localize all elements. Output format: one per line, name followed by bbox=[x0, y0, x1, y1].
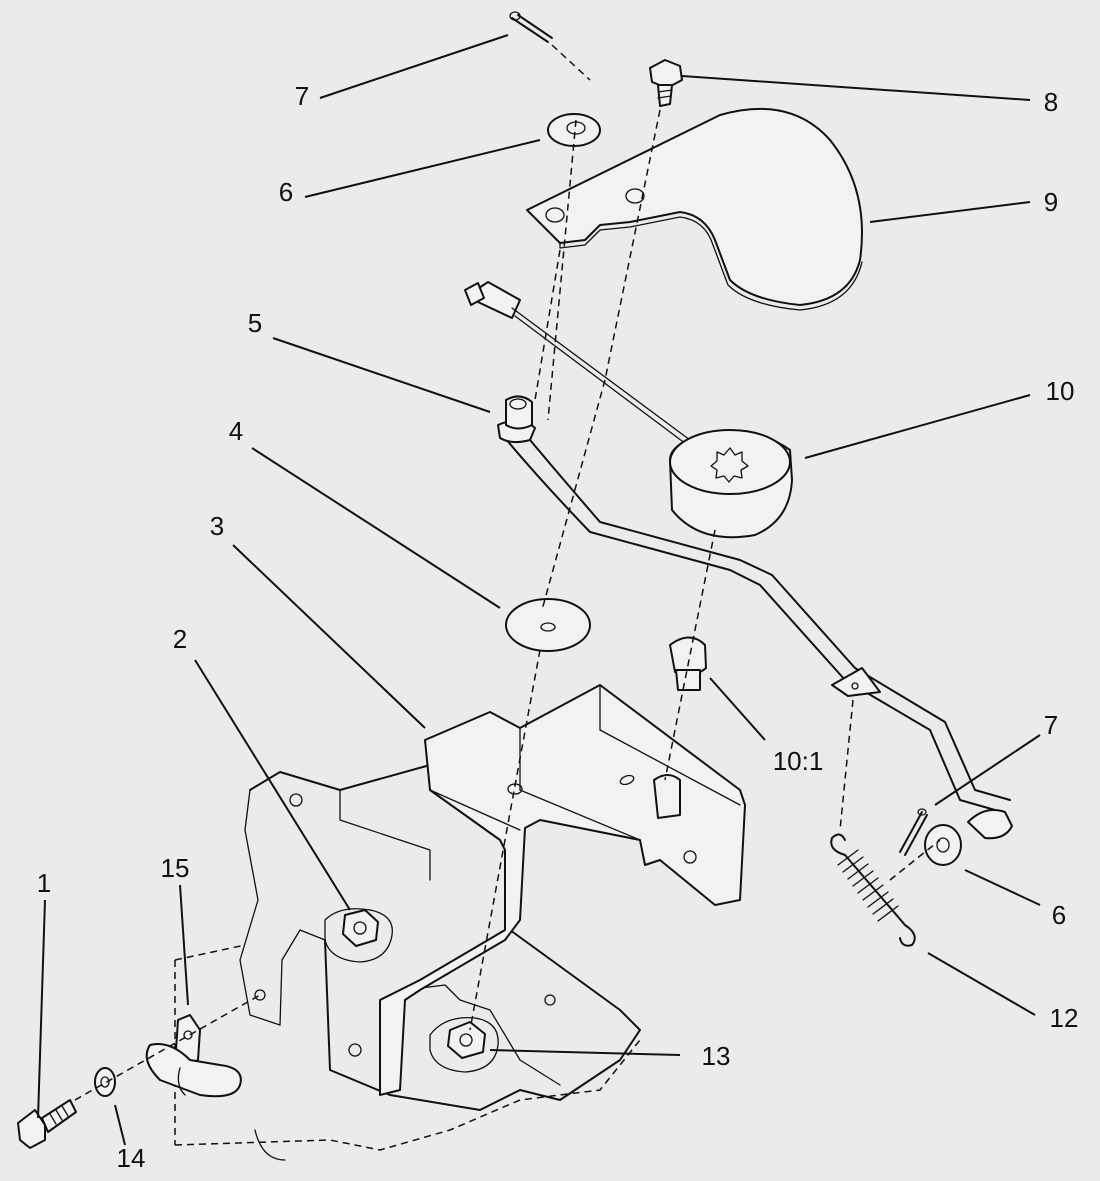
callout-7-top: 7 bbox=[295, 81, 309, 111]
large-washer bbox=[505, 598, 591, 652]
washer-6-right bbox=[924, 824, 962, 866]
callout-5: 5 bbox=[248, 308, 262, 338]
bushing bbox=[653, 636, 707, 819]
leader-lines bbox=[37, 34, 1041, 1146]
callout-4: 4 bbox=[229, 416, 243, 446]
callout-7-right: 7 bbox=[1044, 710, 1058, 740]
callout-12: 12 bbox=[1050, 1003, 1079, 1033]
bolt bbox=[17, 1099, 77, 1149]
wire-connector bbox=[464, 281, 691, 448]
spring bbox=[830, 833, 916, 947]
cover-plate bbox=[526, 107, 863, 311]
callout-2: 2 bbox=[173, 624, 187, 654]
assembly-lines bbox=[469, 44, 941, 1031]
callout-15: 15 bbox=[161, 853, 190, 883]
callout-3: 3 bbox=[210, 511, 224, 541]
hex-nut-13 bbox=[429, 1016, 499, 1073]
callout-1: 1 bbox=[37, 868, 51, 898]
callout-6-right: 6 bbox=[1052, 900, 1066, 930]
pivot-bracket bbox=[145, 1014, 242, 1098]
callout-8: 8 bbox=[1044, 87, 1058, 117]
cotter-pin-top bbox=[509, 11, 553, 43]
callout-13: 13 bbox=[702, 1041, 731, 1071]
callout-9: 9 bbox=[1044, 187, 1058, 217]
rod-assembly bbox=[497, 395, 1013, 840]
washer-6-top bbox=[547, 113, 601, 147]
callout-6-top: 6 bbox=[279, 177, 293, 207]
screw bbox=[649, 59, 683, 107]
washer-14 bbox=[94, 1067, 116, 1097]
cotter-pin-right bbox=[899, 808, 928, 856]
callout-10-1: 10:1 bbox=[773, 746, 824, 776]
callout-14: 14 bbox=[117, 1143, 146, 1173]
hex-nut-2 bbox=[324, 908, 393, 963]
mounting-bracket bbox=[379, 684, 746, 1096]
callout-10: 10 bbox=[1046, 376, 1075, 406]
sensor bbox=[669, 429, 793, 539]
